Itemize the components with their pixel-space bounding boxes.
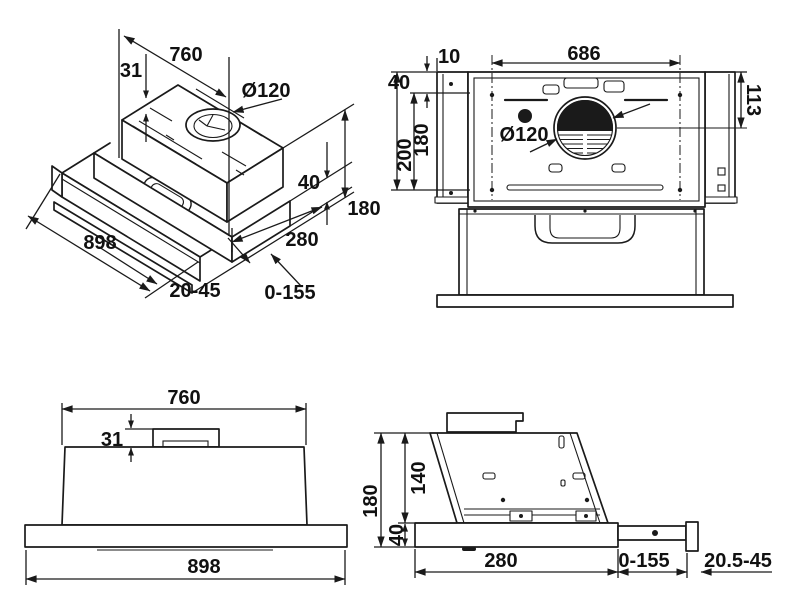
handle-outer bbox=[534, 215, 636, 244]
dim-depth-side: 280 bbox=[484, 550, 517, 572]
dim-body-width: 760 bbox=[167, 387, 200, 409]
hood-body-right bbox=[226, 147, 284, 223]
front-dimensions bbox=[25, 403, 346, 585]
dim-mount-height: 200 bbox=[394, 138, 416, 171]
rail-end-cap bbox=[685, 521, 699, 552]
dim-collar-height-front: 31 bbox=[101, 429, 123, 451]
dim-telescopic-range: 0-155 bbox=[264, 282, 315, 304]
panel-end-cap bbox=[51, 165, 63, 198]
rear-view: 686 10 40 180 200 113 Ø120 bbox=[388, 43, 764, 308]
dim-total-height-side: 180 bbox=[360, 484, 382, 517]
dim-hole-top-offset: 40 bbox=[388, 72, 410, 94]
dim-total-height: 180 bbox=[347, 198, 380, 220]
dim-front-width: 898 bbox=[83, 232, 116, 254]
dim-visor-range: 20-45 bbox=[169, 280, 220, 302]
isometric-view: 760 31 Ø120 40 180 898 280 20-45 0-155 bbox=[25, 29, 381, 304]
dim-duct-diameter-rear: Ø120 bbox=[500, 124, 549, 146]
side-duct-collar bbox=[446, 412, 524, 433]
isometric-dimensions bbox=[25, 29, 355, 299]
left-mounting-bracket bbox=[436, 71, 469, 204]
dim-depth: 280 bbox=[285, 229, 318, 251]
front-bottom-panel bbox=[24, 524, 348, 548]
panel-foot bbox=[462, 547, 476, 551]
side-view: 180 140 40 280 0-155 20.5-45 bbox=[360, 412, 772, 578]
dim-chassis-height: 40 bbox=[298, 172, 320, 194]
dim-front-panel-range: 20.5-45 bbox=[704, 550, 772, 572]
handle-inner bbox=[549, 215, 621, 239]
front-body bbox=[61, 446, 308, 526]
dim-body-height: 140 bbox=[408, 461, 430, 494]
right-mounting-bracket bbox=[704, 71, 736, 204]
plate-cutouts bbox=[503, 77, 669, 191]
front-view: 760 31 898 bbox=[24, 387, 348, 585]
duct-collar bbox=[185, 108, 241, 142]
side-dimensions bbox=[374, 432, 772, 578]
dim-top-width: 760 bbox=[169, 44, 202, 66]
side-bottom-panel bbox=[414, 522, 619, 548]
rear-labels: 686 10 40 180 200 113 Ø120 bbox=[388, 43, 764, 172]
dim-panel-height: 40 bbox=[386, 524, 408, 546]
isometric-labels: 760 31 Ø120 40 180 898 280 20-45 0-155 bbox=[83, 44, 380, 304]
front-labels: 760 31 898 bbox=[101, 387, 221, 578]
bottom-plate bbox=[436, 294, 734, 308]
cable-hole bbox=[518, 109, 532, 123]
dim-telescopic-range-side: 0-155 bbox=[618, 550, 669, 572]
dim-panel-width: 898 bbox=[187, 556, 220, 578]
rear-dimensions bbox=[391, 56, 747, 191]
dim-duct-diameter: Ø120 bbox=[242, 80, 291, 102]
side-labels: 180 140 40 280 0-155 20.5-45 bbox=[360, 461, 772, 572]
dim-collar-height: 31 bbox=[120, 60, 142, 82]
dim-hole-spacing: 180 bbox=[411, 123, 433, 156]
dim-edge-offset: 10 bbox=[438, 46, 460, 68]
drawer-front bbox=[458, 208, 705, 296]
dim-mount-width: 686 bbox=[567, 43, 600, 65]
side-body-details bbox=[464, 435, 600, 522]
dim-duct-center-offset: 113 bbox=[742, 84, 764, 116]
